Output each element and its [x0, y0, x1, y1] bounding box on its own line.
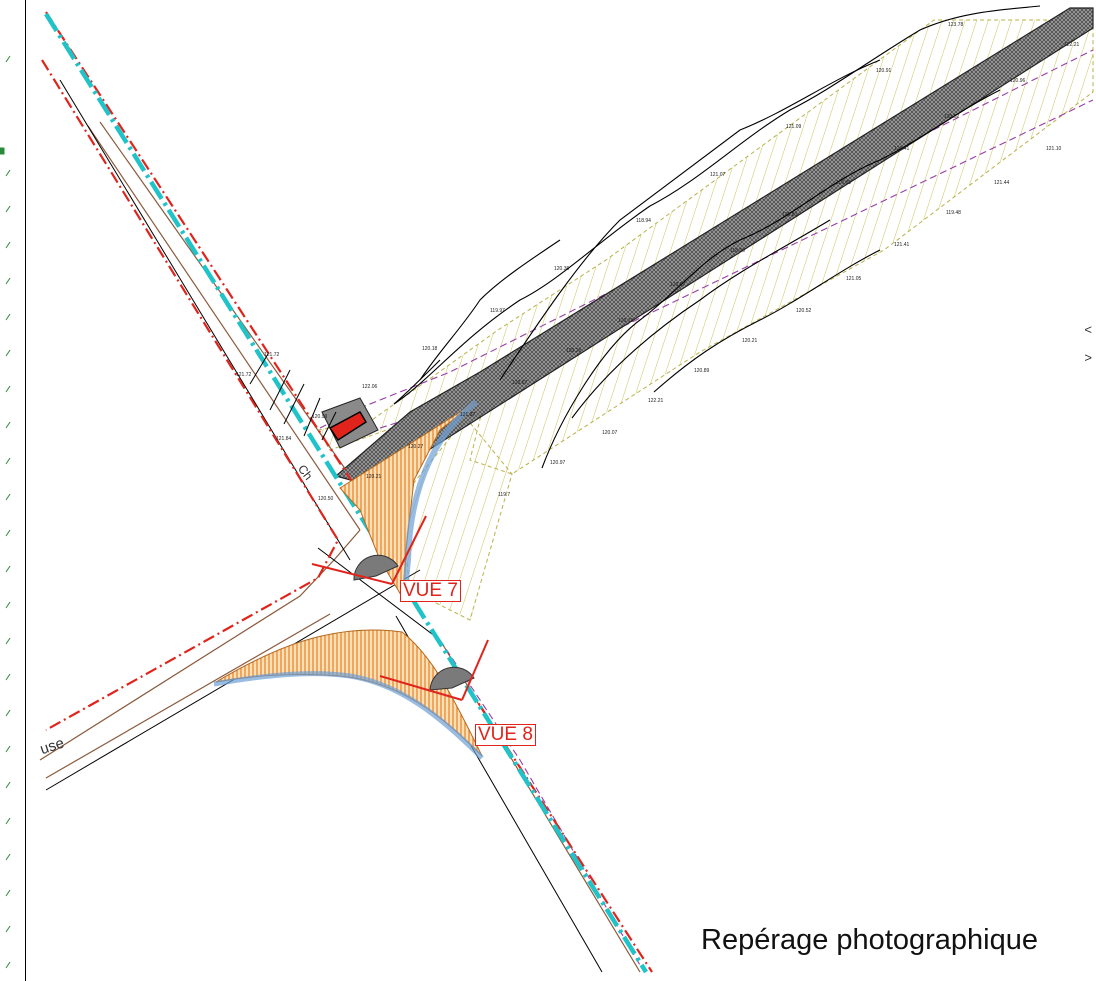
spot-elevation: 122.21 — [648, 398, 664, 404]
contour-lines — [393, 5, 1041, 469]
spot-elevation: 119.48 — [946, 210, 961, 216]
spot-elevation: 120.97 — [550, 460, 566, 466]
left-edge-marks — [0, 55, 11, 969]
spot-elevation: 120.99 — [312, 414, 328, 420]
access-track — [321, 7, 1094, 487]
spot-elevation: 119.7 — [498, 492, 510, 498]
spot-elevation: 120.19 — [618, 318, 634, 324]
spot-elevation: 120.41 — [894, 146, 910, 152]
spot-elevations: 123.78 122.21 120.91 120.96 120.67 121.0… — [236, 22, 1080, 502]
view-marker-8 — [379, 639, 489, 701]
spot-elevation: 121.09 — [786, 124, 802, 130]
spot-elevation: 120.07 — [602, 430, 618, 436]
spot-elevation: 120.21 — [366, 474, 382, 480]
spot-elevation: 121.37 — [460, 412, 476, 418]
spot-elevation: 121.84 — [276, 436, 292, 442]
spot-elevation: 120.91 — [876, 68, 892, 74]
spot-elevation: 119.88 — [836, 180, 851, 186]
spot-elevation: 121.41 — [894, 242, 910, 248]
spot-elevation: 120.67 — [944, 114, 960, 120]
spot-elevation: 120.50 — [318, 496, 334, 502]
spot-elevation: 120.67 — [512, 380, 528, 386]
spot-elevation: 121.05 — [846, 276, 862, 282]
spot-elevation: 122.21 — [1064, 42, 1080, 48]
edge-ticks — [249, 353, 337, 441]
spot-elevation: 121.07 — [710, 172, 726, 178]
spot-elevation: 121.72 — [264, 352, 280, 358]
view-8-label: VUE 8 — [475, 724, 536, 746]
slope-zone-upper — [339, 399, 478, 602]
spot-elevation: 120.57 — [670, 282, 686, 288]
chevron-left-icon: < — [1084, 322, 1092, 337]
spot-elevation: 119.97 — [490, 308, 505, 314]
spot-elevation: 121.10 — [1046, 146, 1062, 152]
view-7-label: VUE 7 — [400, 580, 461, 602]
road-edges — [39, 121, 641, 973]
spot-elevation: 120.36 — [554, 266, 570, 272]
spot-elevation: 118.66 — [730, 248, 745, 254]
slope-zone-lower — [213, 629, 484, 760]
spot-elevation: 123.78 — [948, 22, 964, 28]
spot-elevation: 122.06 — [362, 384, 378, 390]
embankment-hatch-zone — [317, 19, 1094, 621]
view-marker-7 — [311, 515, 427, 585]
spot-elevation: 120.52 — [796, 308, 812, 314]
spot-elevation: 120.89 — [694, 368, 710, 374]
spot-elevation: 120.96 — [1010, 78, 1026, 84]
spot-elevation: 120.83 — [782, 212, 798, 218]
survey-lines — [45, 79, 603, 973]
spot-elevation: 120.21 — [742, 338, 758, 344]
spot-elevation: 120.27 — [408, 444, 424, 450]
chevron-right-icon: > — [1084, 350, 1092, 365]
spot-elevation: 121.44 — [994, 180, 1010, 186]
spot-elevation: 121.72 — [236, 372, 252, 378]
caption-title: Repérage photographique — [701, 924, 1038, 956]
spot-elevation: 118.94 — [636, 218, 651, 224]
left-margin-rule — [25, 0, 26, 981]
spot-elevation: 120.18 — [422, 346, 438, 352]
spot-elevation: 120.28 — [566, 348, 582, 354]
left-margin-strip — [0, 0, 26, 981]
